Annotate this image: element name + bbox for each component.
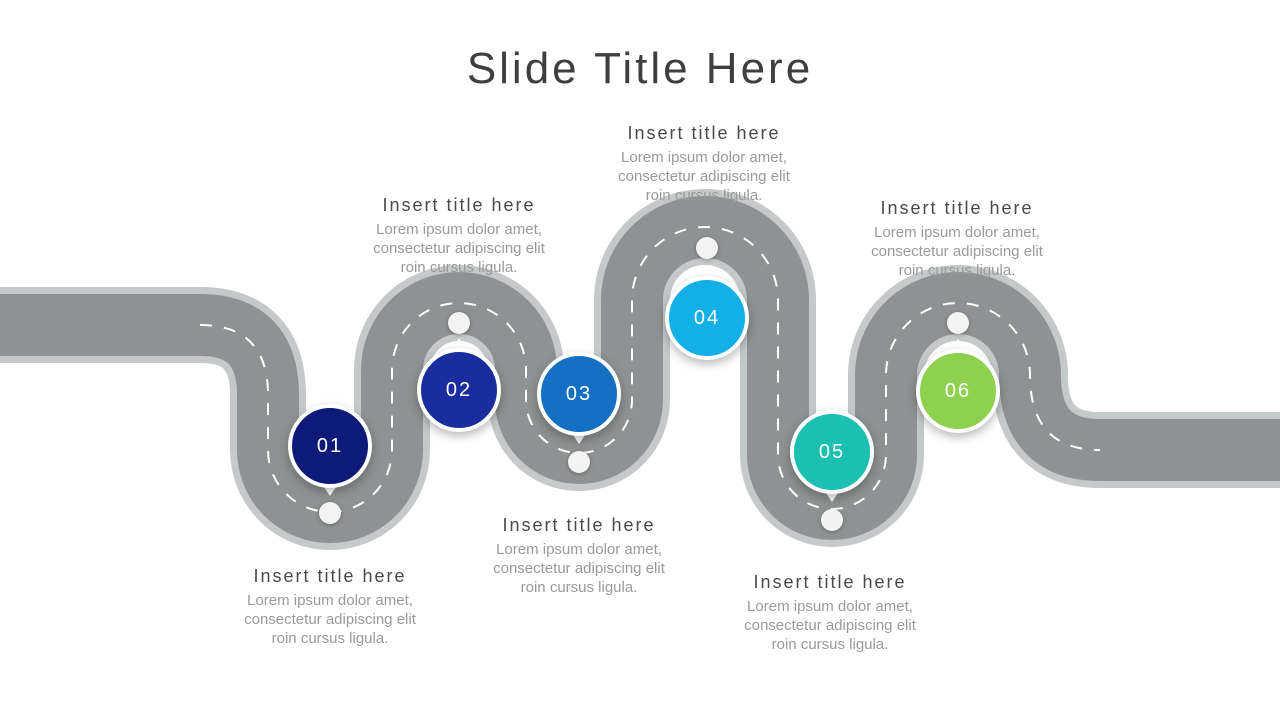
step-number-03: 03 bbox=[565, 382, 593, 405]
slide-title: Slide Title Here bbox=[466, 44, 814, 93]
step-body-04: Lorem ipsum dolor amet, consectetur adip… bbox=[618, 149, 790, 204]
step-marker-06[interactable]: 06 bbox=[916, 349, 1000, 433]
step-text-04: Insert title here Lorem ipsum dolor amet… bbox=[584, 122, 824, 205]
road-dot-06 bbox=[947, 312, 969, 334]
step-body-02: Lorem ipsum dolor amet, consectetur adip… bbox=[373, 221, 545, 276]
step-title-03: Insert title here bbox=[502, 515, 656, 535]
step-number-01: 01 bbox=[316, 434, 344, 457]
step-title-01: Insert title here bbox=[253, 566, 407, 586]
step-text-05: Insert title here Lorem ipsum dolor amet… bbox=[710, 571, 950, 654]
step-marker-01[interactable]: 01 bbox=[288, 404, 372, 488]
step-marker-03[interactable]: 03 bbox=[537, 352, 621, 436]
road-dot-04 bbox=[696, 237, 718, 259]
step-title-04: Insert title here bbox=[627, 123, 781, 143]
step-text-03: Insert title here Lorem ipsum dolor amet… bbox=[459, 514, 699, 597]
step-title-02: Insert title here bbox=[382, 195, 536, 215]
marker-pointer-04 bbox=[699, 266, 715, 278]
road-lane-markings bbox=[199, 226, 1101, 513]
road-surface bbox=[0, 196, 1280, 543]
step-body-05: Lorem ipsum dolor amet, consectetur adip… bbox=[744, 598, 916, 653]
step-title-05: Insert title here bbox=[753, 572, 907, 592]
step-body-03: Lorem ipsum dolor amet, consectetur adip… bbox=[493, 541, 665, 596]
step-marker-02[interactable]: 02 bbox=[417, 348, 501, 432]
step-number-04: 04 bbox=[693, 306, 721, 329]
step-text-06: Insert title here Lorem ipsum dolor amet… bbox=[837, 197, 1077, 280]
road-dot-01 bbox=[319, 502, 341, 524]
step-number-02: 02 bbox=[445, 378, 473, 401]
road-dot-03 bbox=[568, 451, 590, 473]
step-title-06: Insert title here bbox=[880, 198, 1034, 218]
step-body-01: Lorem ipsum dolor amet, consectetur adip… bbox=[244, 592, 416, 647]
marker-pointer-02 bbox=[451, 338, 467, 350]
step-text-02: Insert title here Lorem ipsum dolor amet… bbox=[339, 194, 579, 277]
step-number-05: 05 bbox=[818, 440, 846, 463]
marker-pointer-06 bbox=[950, 339, 966, 351]
step-marker-05[interactable]: 05 bbox=[790, 410, 874, 494]
road-dot-02 bbox=[448, 312, 470, 334]
step-body-06: Lorem ipsum dolor amet, consectetur adip… bbox=[871, 224, 1043, 279]
step-number-06: 06 bbox=[944, 379, 972, 402]
step-text-01: Insert title here Lorem ipsum dolor amet… bbox=[210, 565, 450, 648]
road-dot-05 bbox=[821, 509, 843, 531]
step-marker-04[interactable]: 04 bbox=[665, 276, 749, 360]
